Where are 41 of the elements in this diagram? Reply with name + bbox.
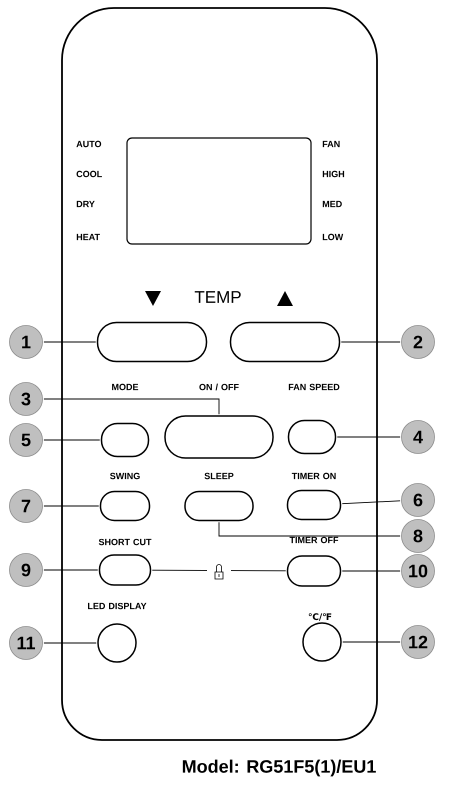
- leader-line: [43, 642, 97, 644]
- button-label: SWING: [110, 472, 140, 480]
- callout-number: 4: [401, 420, 435, 454]
- caption: Model: RG51F5(1)/EU1: [182, 760, 376, 776]
- mode-label: AUTO: [76, 140, 102, 148]
- callout-number: 3: [9, 382, 43, 416]
- mode-label: FAN: [322, 140, 340, 148]
- leader-line: [218, 522, 401, 536]
- leader-line: [43, 398, 220, 415]
- callout-number: 1: [9, 325, 43, 359]
- callout-number: 7: [9, 489, 43, 523]
- button: [230, 322, 340, 362]
- button-label: LED DISPLAY: [88, 602, 146, 610]
- button-label: TIMER ON: [292, 472, 336, 480]
- button-label: SHORT CUT: [98, 538, 152, 546]
- button: [96, 322, 208, 362]
- callout-number: 5: [9, 423, 43, 457]
- mode-label: DRY: [76, 200, 95, 208]
- button-label: ℃/℉: [308, 613, 332, 621]
- leader-line: [336, 436, 401, 438]
- callout-number: 6: [401, 483, 435, 517]
- button-label: ON / OFF: [199, 384, 239, 390]
- button-label: FAN SPEED: [288, 384, 340, 390]
- mode-label: LOW: [322, 234, 344, 240]
- callout-number: 8: [401, 519, 435, 553]
- mode-label: HEAT: [76, 234, 100, 240]
- temp-label: TEMP: [194, 291, 241, 303]
- button-label: MODE: [112, 384, 138, 390]
- callout-number: 11: [9, 626, 43, 660]
- callout-number: 2: [401, 325, 435, 359]
- button-label: SLEEP: [204, 472, 234, 480]
- mode-label: HIGH: [322, 170, 344, 178]
- mode-label: COOL: [76, 170, 102, 178]
- button-label: TIMER OFF: [290, 536, 338, 544]
- leader-line: [152, 570, 286, 572]
- callout-number: 12: [401, 625, 435, 659]
- leader-line: [342, 500, 401, 504]
- leader-line: [342, 570, 401, 572]
- callout-number: 9: [9, 553, 43, 587]
- callout-number: 10: [401, 554, 435, 588]
- mode-label: MED: [322, 200, 342, 208]
